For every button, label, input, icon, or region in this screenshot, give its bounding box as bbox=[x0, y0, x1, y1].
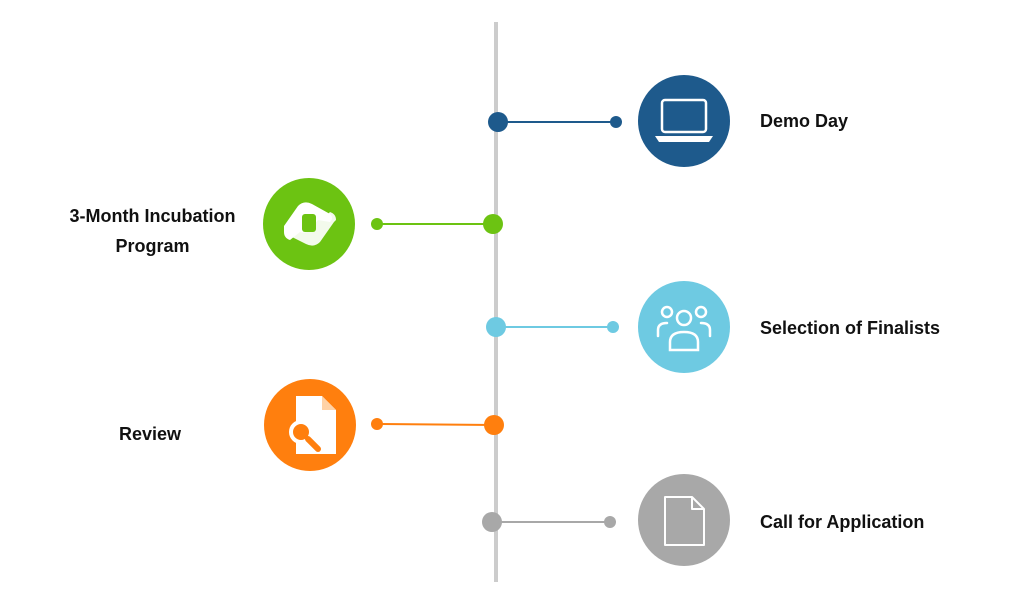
connector-review bbox=[376, 423, 495, 426]
end-dot-demo-day bbox=[610, 116, 622, 128]
axis-dot-demo-day bbox=[488, 112, 508, 132]
end-dot-selection bbox=[607, 321, 619, 333]
stage-label-incubation: 3-Month Incubation Program bbox=[69, 206, 236, 256]
laptop-icon bbox=[655, 98, 713, 142]
icon-circle-demo-day bbox=[638, 75, 730, 167]
axis-dot-call bbox=[482, 512, 502, 532]
stage-label-call: Call for Application bbox=[760, 512, 925, 532]
stage-selection bbox=[486, 281, 730, 373]
axis-dot-selection bbox=[486, 317, 506, 337]
document-icon bbox=[664, 496, 705, 546]
group-icon bbox=[656, 305, 712, 352]
stage-label-review: Review bbox=[118, 424, 182, 444]
stage-label-selection: Selection of Finalists bbox=[760, 318, 941, 338]
end-dot-incubation bbox=[371, 218, 383, 230]
stage-review bbox=[264, 379, 504, 471]
handshake-icon bbox=[284, 202, 336, 246]
stage-label-demo-day: Demo Day bbox=[760, 111, 849, 131]
stage-call bbox=[482, 474, 730, 566]
axis-dot-incubation bbox=[483, 214, 503, 234]
end-dot-review bbox=[371, 418, 383, 430]
stage-demo-day bbox=[488, 75, 730, 167]
document-search-icon bbox=[289, 396, 336, 454]
end-dot-call bbox=[604, 516, 616, 528]
icon-circle-selection bbox=[638, 281, 730, 373]
stage-incubation bbox=[263, 178, 503, 270]
icon-circle-call bbox=[638, 474, 730, 566]
axis-dot-review bbox=[484, 415, 504, 435]
